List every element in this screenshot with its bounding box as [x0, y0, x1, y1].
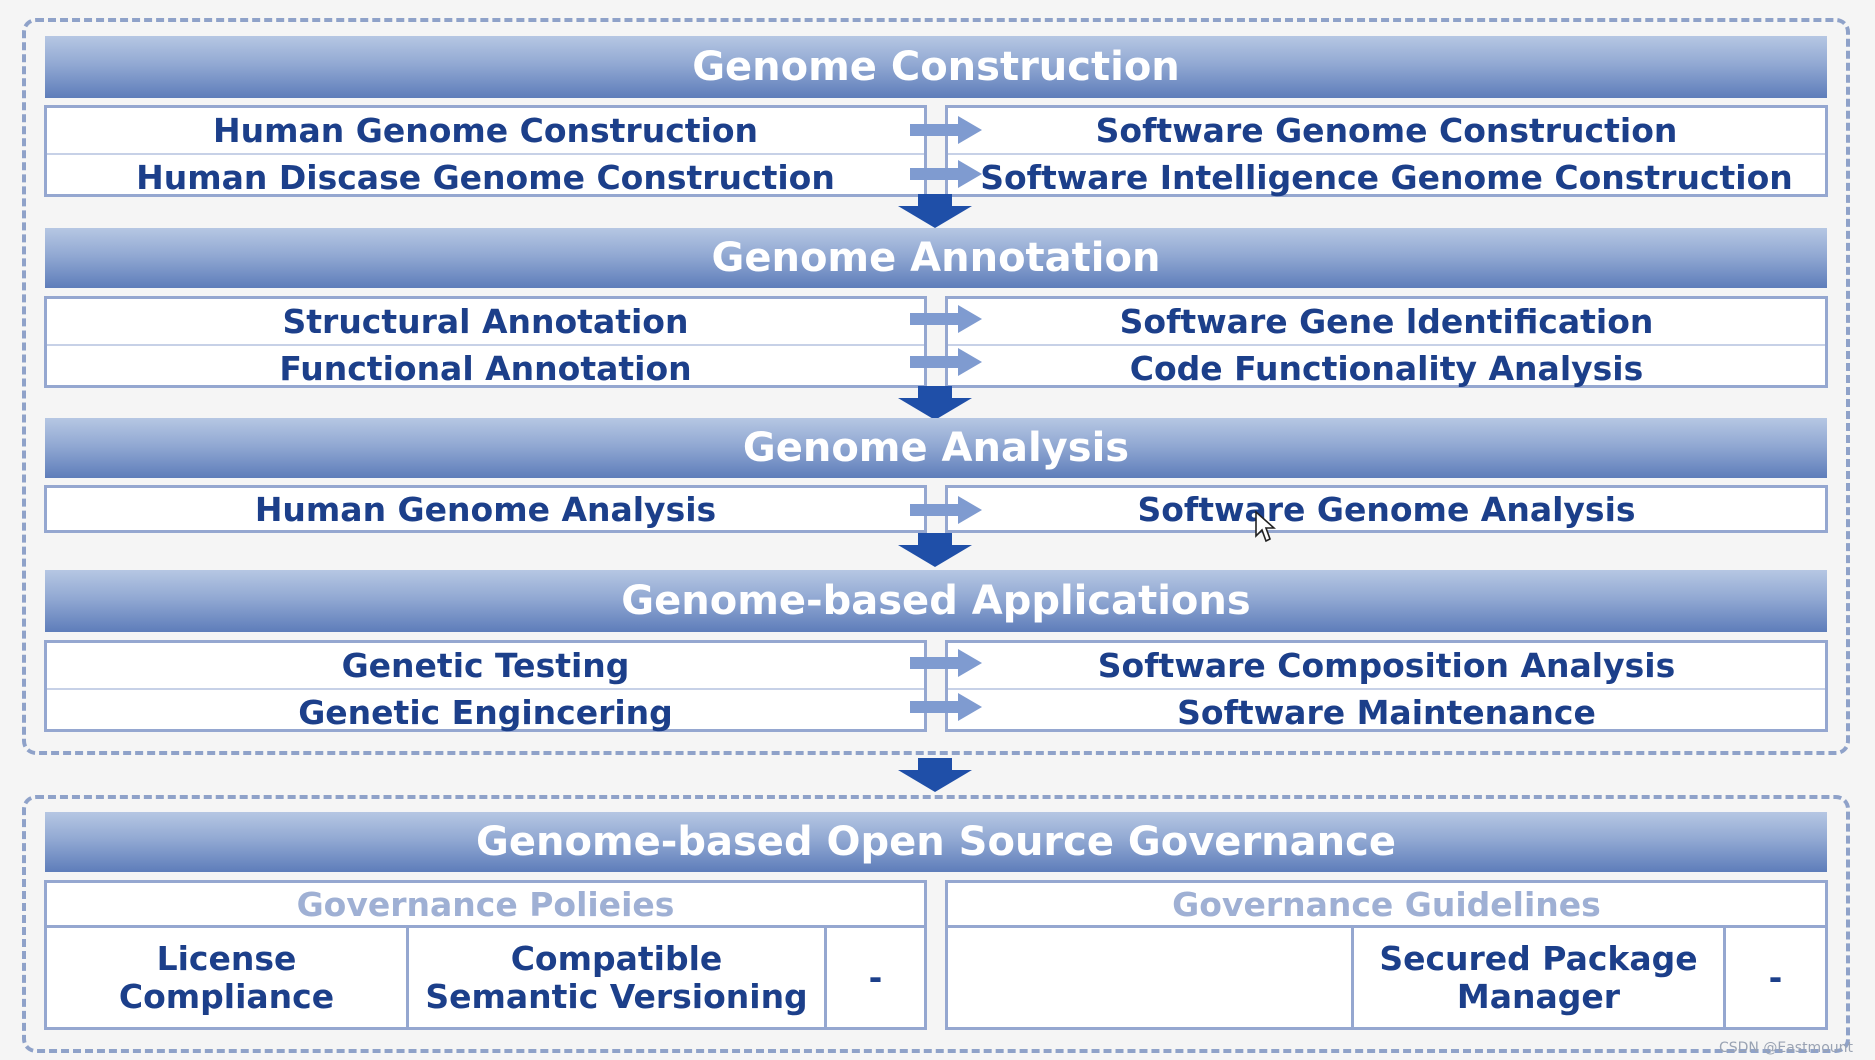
right-arrow-icon [910, 693, 982, 721]
row-text: Software Intelligence Genome Constructio… [948, 153, 1825, 199]
left-box-annotation: Structural Annotation Functional Annotat… [44, 296, 927, 388]
right-arrow-icon [910, 116, 982, 144]
row-text: Software Genome Analysis [1137, 489, 1636, 529]
right-box-analysis: Software Genome Analysis [945, 485, 1828, 533]
governance-policies-box: Governance Polieies License Compliance C… [44, 880, 927, 1030]
down-arrow-icon [898, 386, 972, 420]
right-box-construction: Software Genome Construction Software In… [945, 105, 1828, 197]
governance-policies-heading: Governance Polieies [296, 884, 675, 924]
governance-guidelines-grid: Secured Package Manager - [948, 925, 1825, 1027]
section-header-genome-construction: Genome Construction [45, 36, 1827, 98]
right-arrow-icon [910, 649, 982, 677]
right-arrow-icon [910, 305, 982, 333]
row-text: Human Genome Analysis [254, 489, 717, 529]
row-text: Software Gene ldentification [1119, 302, 1654, 341]
governance-policies-grid: License Compliance Compatible Semantic V… [47, 925, 924, 1027]
right-box-annotation: Software Gene ldentification Code Functi… [945, 296, 1828, 388]
row-text: Human Genome Construction [212, 111, 758, 150]
governance-frame [22, 795, 1850, 1053]
guideline-cell-empty [948, 928, 1354, 1027]
guideline-cell-placeholder: - [1768, 957, 1783, 997]
policy-cell-compatible-semantic-versioning: Compatible Semantic Versioning [409, 928, 827, 1027]
pipeline-frame [22, 18, 1850, 755]
section-header-genome-annotation: Genome Annotation [45, 228, 1827, 288]
watermark: CSDN @Eastmount [1718, 1040, 1853, 1056]
section-header-governance: Genome-based Open Source Governance [45, 812, 1827, 872]
row-text: Software Composition Analysis [1097, 646, 1676, 685]
row-text: Software Genome Construction [1095, 111, 1678, 150]
row-text: Code Functionality Analysis [948, 344, 1825, 390]
right-arrow-icon [910, 160, 982, 188]
row-text: Software Maintenance [948, 688, 1825, 734]
row-text: Genetic Testing [341, 646, 630, 685]
section-header-genome-based-applications: Genome-based Applications [45, 570, 1827, 632]
policy-cell-license-compliance: License Compliance [47, 928, 409, 1027]
row-text: Functional Annotation [47, 344, 924, 390]
left-box-applications: Genetic Testing Genetic Engincering [44, 640, 927, 732]
policy-cell-placeholder: - [868, 957, 883, 997]
row-text: Structural Annotation [282, 302, 689, 341]
left-box-analysis: Human Genome Analysis [44, 485, 927, 533]
row-text: Human Discase Genome Construction [47, 153, 924, 199]
governance-guidelines-heading: Governance Guidelines [1172, 884, 1601, 924]
mouse-cursor-icon [1255, 510, 1276, 543]
down-arrow-icon [898, 194, 972, 228]
down-arrow-icon [898, 533, 972, 567]
left-box-construction: Human Genome Construction Human Discase … [44, 105, 927, 197]
guideline-cell-secured-package-manager: Secured Package Manager [1354, 928, 1726, 1027]
down-arrow-icon [898, 758, 972, 792]
row-text: Genetic Engincering [47, 688, 924, 734]
right-box-applications: Software Composition Analysis Software M… [945, 640, 1828, 732]
right-arrow-icon [910, 496, 982, 524]
right-arrow-icon [910, 348, 982, 376]
governance-guidelines-box: Governance Guidelines Secured Package Ma… [945, 880, 1828, 1030]
section-header-genome-analysis: Genome Analysis [45, 418, 1827, 478]
